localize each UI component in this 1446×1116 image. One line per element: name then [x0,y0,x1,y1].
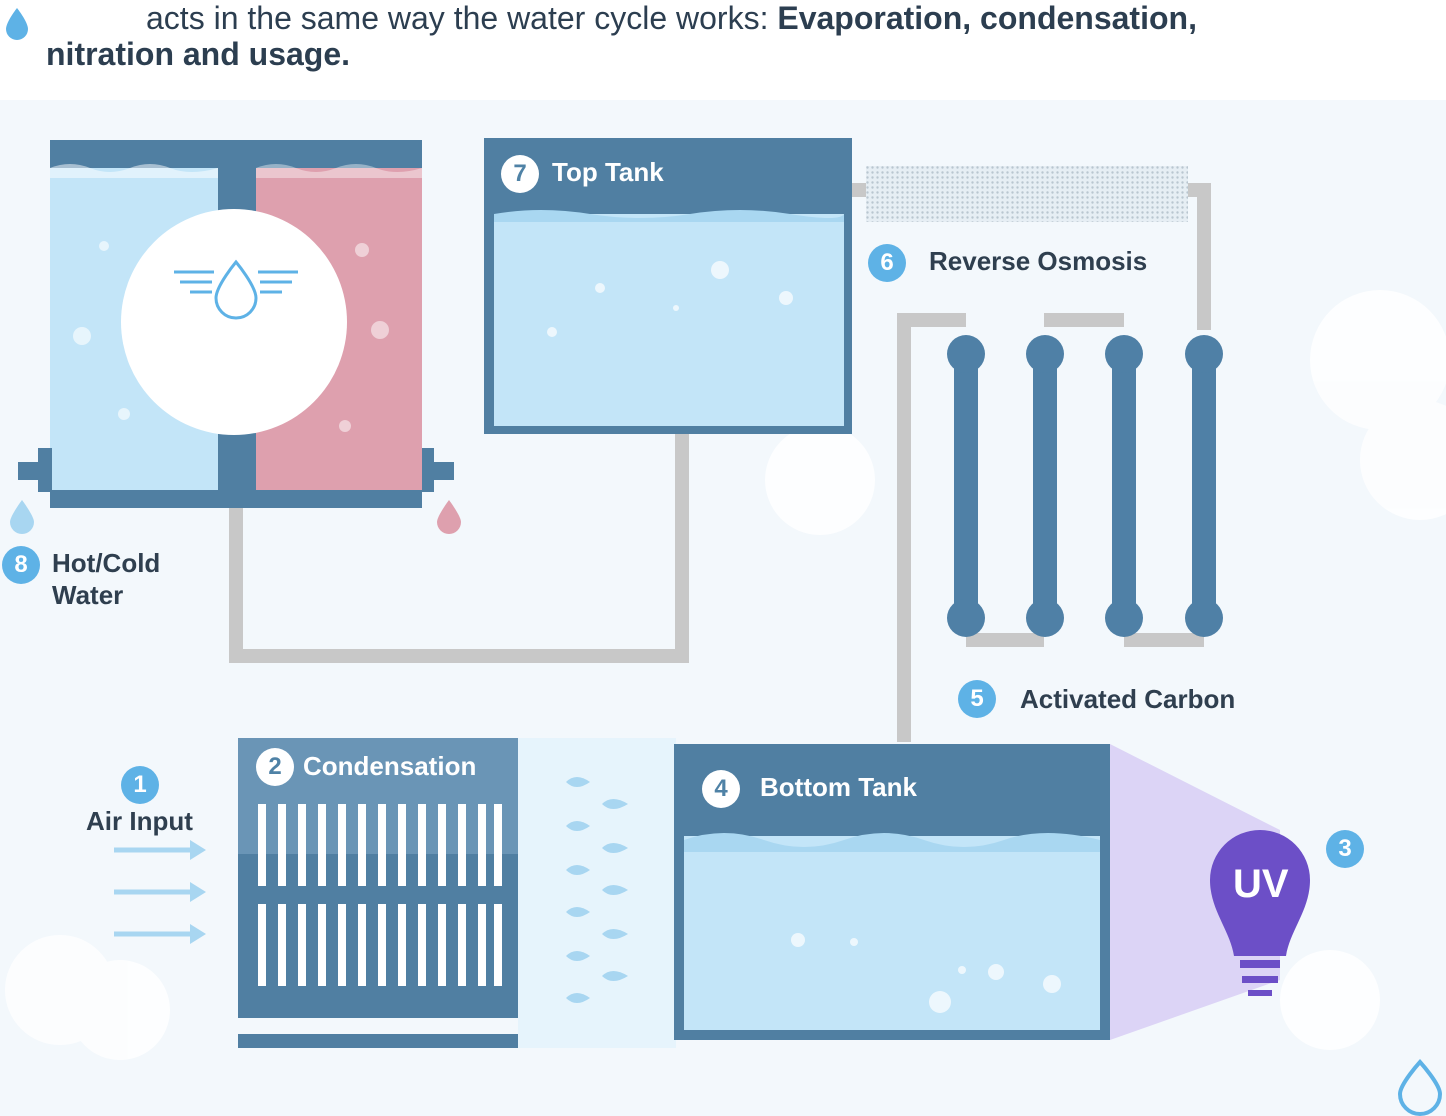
air-input-label: Air Input [86,806,193,836]
uv-beam [1110,744,1280,1040]
logo-drop-icon [1397,1059,1443,1116]
header-line-1: acts in the same way the water cycle wor… [146,0,1197,36]
dispenser-unit [18,140,454,508]
top-tank [484,138,852,434]
bottom-tank-label: Bottom Tank [760,772,917,802]
droplet-zone [518,738,676,1048]
winged-drop-icon [174,259,298,320]
condensed-droplets [566,777,628,1003]
air-arrow-icon [114,840,206,944]
condensation-label: Condensation [303,751,477,781]
uv-label: UV [1233,862,1289,906]
carbon-filter-columns [947,335,1223,637]
uv-bulb-icon [1210,830,1310,996]
reverse-osmosis-membrane [866,166,1188,222]
badge-air-input: 1 [121,766,159,804]
badge-hot-cold: 8 [2,546,40,584]
bottom-tank [674,744,1110,1040]
pipes [229,183,1211,742]
badge-condensation: 2 [256,748,294,786]
reverse-osmosis-label: Reverse Osmosis [929,246,1148,276]
hot-cold-label-line1: Hot/Cold [52,548,161,578]
badge-top-tank: 7 [501,155,539,193]
hot-cold-label-line2: Water [52,580,124,610]
header: acts in the same way the water cycle wor… [0,0,1446,100]
hot-drop-icon [437,500,461,534]
water-drop-icon [6,8,28,40]
header-line-2: nitration and usage. [46,36,351,72]
top-tank-label: Top Tank [552,157,664,187]
cold-drop-icon [10,500,34,534]
background-clouds [5,290,1446,1060]
activated-carbon-label: Activated Carbon [1020,684,1236,714]
badge-bottom-tank: 4 [702,770,740,808]
badge-reverse-osmosis: 6 [868,244,906,282]
badge-uv: 3 [1326,830,1364,868]
badge-activated-carbon: 5 [958,680,996,718]
condensation-unit [238,738,518,1048]
